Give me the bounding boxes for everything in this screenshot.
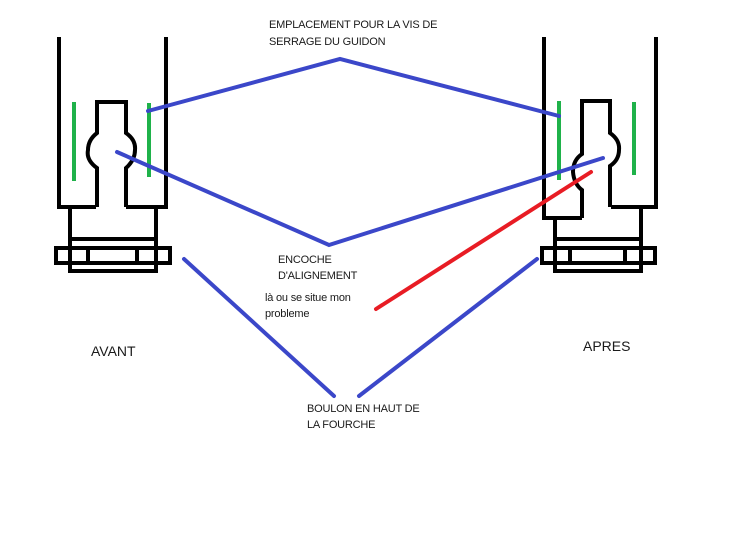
- bolt-posts-before: [86, 248, 139, 263]
- label-clamp-screw-line1: EMPLACEMENT POUR LA VIS DE: [269, 19, 438, 31]
- bolt-plate-after: [540, 246, 657, 265]
- label-problem-line2: probleme: [265, 308, 310, 320]
- outer-tube-after: [542, 37, 658, 220]
- collar-after: [553, 207, 643, 273]
- collar-before: [68, 207, 158, 273]
- label-problem-line1: là ou se situe mon: [265, 292, 351, 304]
- stem-assembly-after: [540, 37, 658, 273]
- inner-stem-after: [570, 99, 622, 218]
- label-before: AVANT: [91, 343, 136, 359]
- bolt-posts-after: [568, 248, 627, 263]
- stem-assembly-before: [54, 37, 172, 273]
- label-clamp-screw-line2: SERRAGE DU GUIDON: [269, 36, 386, 48]
- leader-alignment-notch: [115, 150, 605, 248]
- label-after: APRES: [583, 338, 631, 354]
- label-notch-line1: ENCOCHE: [278, 254, 332, 266]
- leader-fork-bolt-after: [357, 257, 539, 398]
- inner-stem-before: [85, 100, 138, 207]
- label-bolt-line1: BOULON EN HAUT DE: [307, 403, 420, 415]
- problem-pointer-line: [374, 170, 593, 311]
- bolt-plate-before: [54, 246, 172, 265]
- label-notch-line2: D'ALIGNEMENT: [278, 270, 358, 282]
- outer-tube-before: [57, 37, 168, 209]
- label-bolt-line2: LA FOURCHE: [307, 419, 376, 431]
- leader-fork-bolt: [182, 257, 336, 398]
- leader-clamp-screw: [146, 56, 561, 118]
